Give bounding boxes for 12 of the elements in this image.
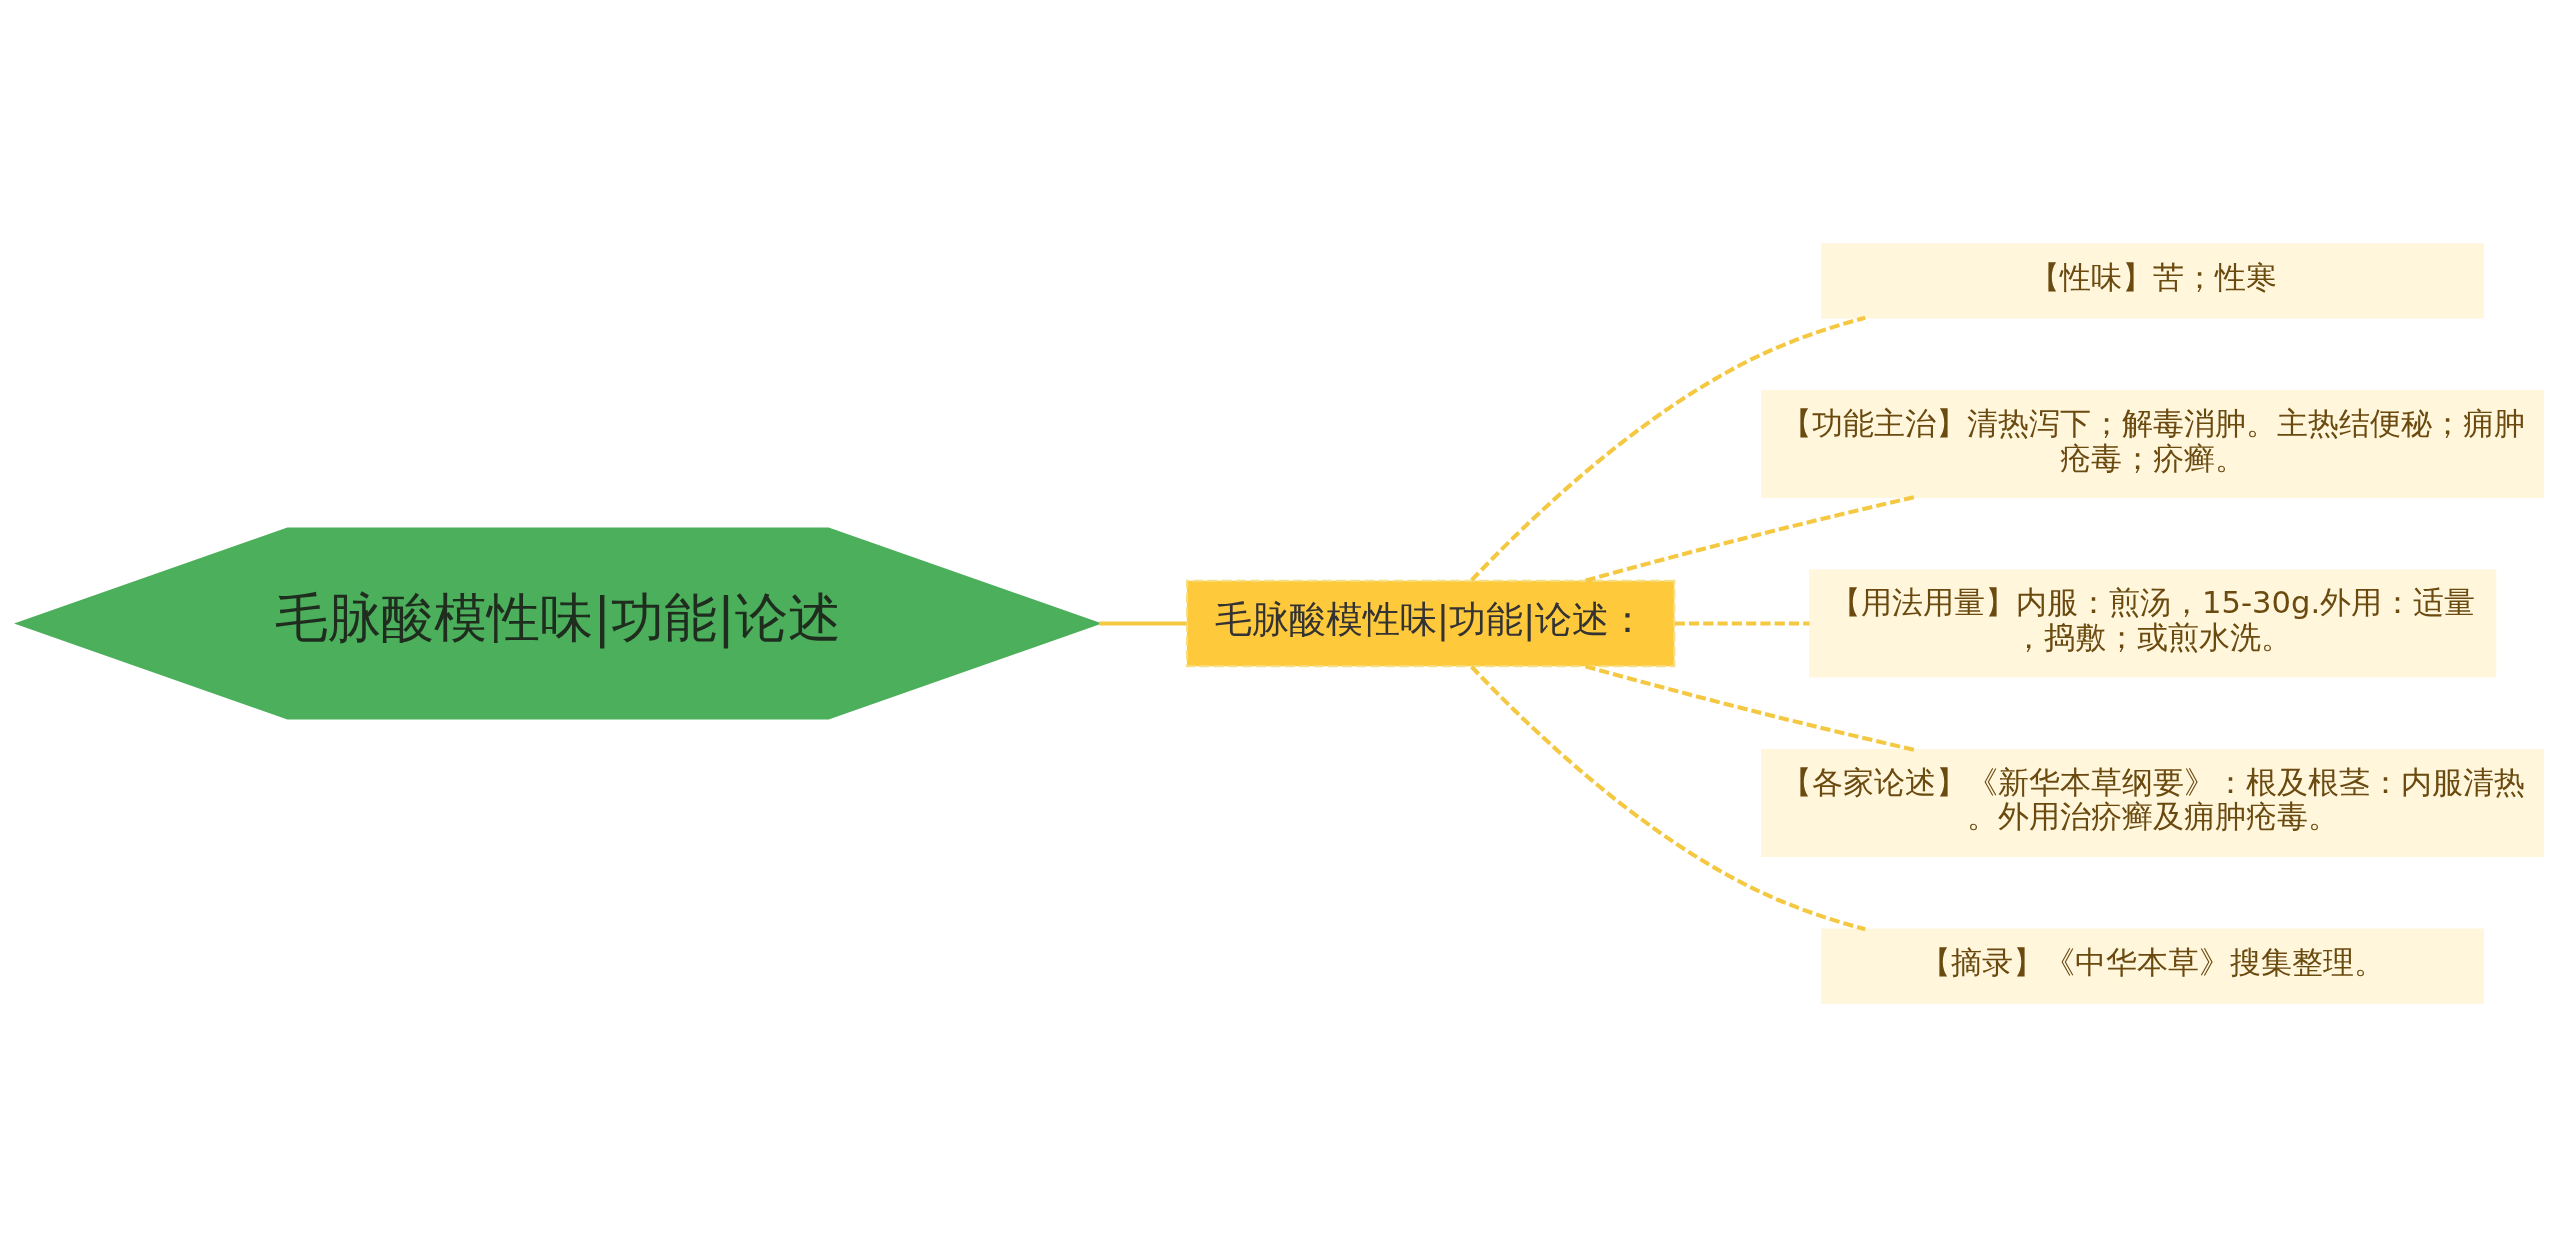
node-box: 【摘录】《中华本草》搜集整理。 [1821,928,2484,1004]
connector [1099,621,1187,626]
connector [1585,664,1915,752]
connector [1470,665,1866,932]
connector [1470,315,1866,582]
node-box: 【功能主治】清热泻下；解毒消肿。主热结便秘；痈肿疮毒；疥癣。 [1761,390,2545,499]
connector [1585,495,1915,583]
node-box: 【性味】苦；性寒 [1821,243,2484,319]
node-box: 【各家论述】《新华本草纲要》：根及根茎：内服清热。外用治疥癣及痈肿疮毒。 [1761,748,2545,857]
connector [1674,621,1810,626]
node-box: 毛脉酸模性味|功能|论述： [1185,579,1676,668]
node-box: 【用法用量】内服：煎汤，15-30g.外用：适量，捣敷；或煎水洗。 [1808,569,2497,678]
